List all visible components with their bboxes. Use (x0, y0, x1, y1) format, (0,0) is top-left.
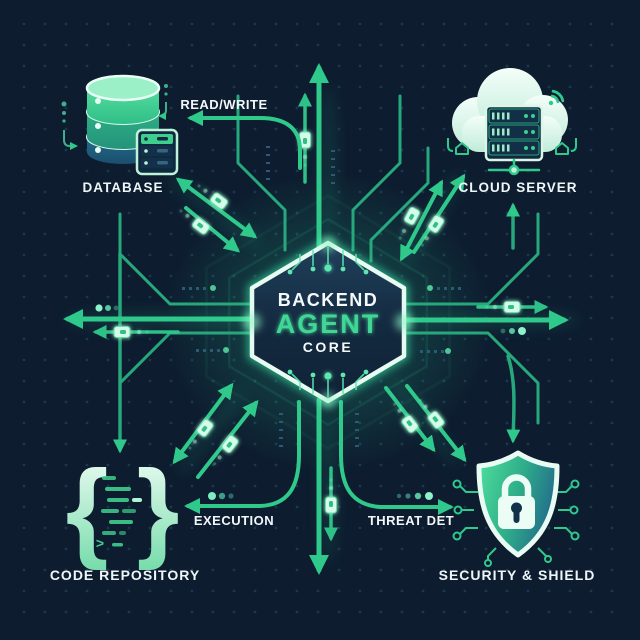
shield-circuit-nodes (452, 479, 580, 567)
cloud-server-node: CLOUD SERVER (447, 68, 577, 195)
read-write-arrow (187, 110, 302, 170)
keyhole (511, 502, 522, 514)
right-brace: } (137, 448, 180, 571)
database-elbow-arrow (63, 130, 78, 150)
code-braces-icon: { } > (66, 448, 180, 571)
core-title-line1: BACKEND (278, 290, 379, 310)
read-write-label: READ/WRITE (180, 97, 267, 112)
database-cylinder-icon (61, 74, 179, 176)
security-shield-node: SECURITY & SHIELD (439, 450, 596, 583)
core-title-line2: AGENT (276, 309, 381, 339)
backend-agent-core-node: BACKEND AGENT CORE (243, 236, 413, 408)
hexagon-circuit-traces (291, 246, 365, 398)
code-lines (101, 476, 142, 547)
threat-detection-label: THREAT DET (368, 513, 454, 528)
connection-read-write: READ/WRITE (180, 97, 302, 170)
database-elbow-arrow-right (158, 102, 167, 120)
lock-shackle (501, 474, 532, 501)
server-rack (484, 104, 544, 162)
security-shield-label: SECURITY & SHIELD (439, 567, 596, 583)
threat-detection-arrow (339, 400, 454, 515)
connection-threat-detection: THREAT DET (339, 400, 454, 528)
cardinal-arrows (63, 63, 569, 575)
vertical-connectors (113, 202, 521, 454)
cloud-network-connector (487, 158, 541, 176)
shield-lock-icon (452, 450, 580, 567)
database-label: DATABASE (83, 180, 164, 195)
cloud-side-glyphs (447, 138, 577, 155)
database-node: DATABASE (61, 74, 179, 195)
dot-decorations (95, 146, 526, 500)
execution-arrow (184, 400, 301, 514)
cloud-server-label: CLOUD SERVER (458, 180, 577, 195)
hexagon-circuit-nodes (287, 264, 369, 380)
database-mini-rack-icon (135, 128, 179, 176)
echo-hexagons (204, 193, 452, 451)
wifi-icon (548, 89, 565, 106)
connection-execution: EXECUTION (184, 400, 301, 528)
core-title-line3: CORE (303, 339, 353, 355)
execution-label: EXECUTION (194, 513, 274, 528)
code-repository-label: CODE REPOSITORY (50, 567, 200, 583)
database-side-dots (61, 84, 168, 123)
code-repository-node: { } > CODE REPOSITORY (50, 448, 200, 583)
cloud-server-icon (447, 68, 577, 176)
prompt-glyph: > (96, 535, 104, 551)
left-brace: { (66, 448, 109, 571)
circuit-traces (118, 94, 540, 425)
